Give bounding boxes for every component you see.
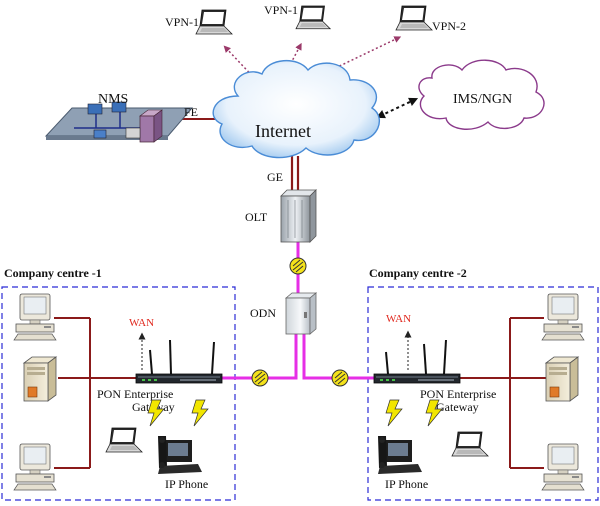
- splitter-icon-top: [289, 257, 307, 275]
- ip-phone-icon-1: [158, 436, 202, 474]
- ims-link: [375, 97, 419, 119]
- gateway-router-icon-2: [373, 339, 461, 384]
- laptop-icon-1: [105, 427, 143, 453]
- fe-label: FE: [184, 105, 198, 119]
- wireless-lightning-icon-2a: [385, 399, 403, 427]
- splitter-icon-right: [331, 369, 349, 387]
- gateway-router-icon-1: [135, 339, 223, 384]
- company-centre-2-box: [367, 286, 599, 501]
- ip-phone-label-1: IP Phone: [165, 477, 208, 491]
- nms-label: NMS: [98, 92, 128, 107]
- nms-network-icon: [44, 101, 194, 143]
- ip-phone-label-2: IP Phone: [385, 477, 428, 491]
- ip-phone-icon-2: [378, 436, 422, 474]
- desktop-pc-icon-1b: [13, 443, 57, 491]
- company-centre-2-label: Company centre -2: [369, 266, 467, 280]
- vpn-1-label-a: VPN-1: [165, 15, 199, 29]
- gateway-2-label-line1: PON Enterprise: [420, 387, 496, 401]
- fiber-odn-gateway-1: [222, 334, 298, 380]
- fiber-odn-gateway-2: [302, 334, 374, 380]
- wan-label-1: WAN: [129, 317, 154, 329]
- vpn-2-laptop-icon: [395, 5, 433, 31]
- desktop-pc-icon-1a: [13, 293, 57, 341]
- company-centre-1-box: [1, 286, 236, 501]
- ims-ngn-cloud-icon: [418, 59, 545, 130]
- ge-label: GE: [267, 170, 283, 184]
- odn-cabinet-icon: [284, 292, 318, 335]
- wan-label-2: WAN: [386, 313, 411, 325]
- company-centre-1-label: Company centre -1: [4, 266, 102, 280]
- vpn-1-label-b: VPN-1: [264, 3, 298, 17]
- desktop-pc-icon-2a: [541, 293, 585, 341]
- server-icon-2: [545, 356, 579, 402]
- olt-rack-icon: [280, 189, 317, 243]
- splitter-icon-left: [251, 369, 269, 387]
- ims-ngn-label: IMS/NGN: [453, 92, 512, 107]
- olt-label: OLT: [245, 210, 268, 224]
- desktop-pc-icon-2b: [541, 443, 585, 491]
- gateway-2-label-line2: Gateway: [436, 400, 479, 414]
- vpn-2-label: VPN-2: [432, 19, 466, 33]
- laptop-icon-2: [451, 431, 489, 457]
- internet-label: Internet: [255, 121, 311, 141]
- gateway-1-label-line1: PON Enterprise: [97, 387, 173, 401]
- internet-cloud-icon: [212, 59, 381, 159]
- wireless-lightning-icon-1b: [191, 399, 209, 427]
- server-icon-1: [23, 356, 57, 402]
- vpn-link-1a: [223, 45, 261, 85]
- vpn-1-laptop-icon: [195, 9, 233, 35]
- vpn-1b-laptop-icon: [295, 5, 331, 30]
- odn-label: ODN: [250, 306, 276, 320]
